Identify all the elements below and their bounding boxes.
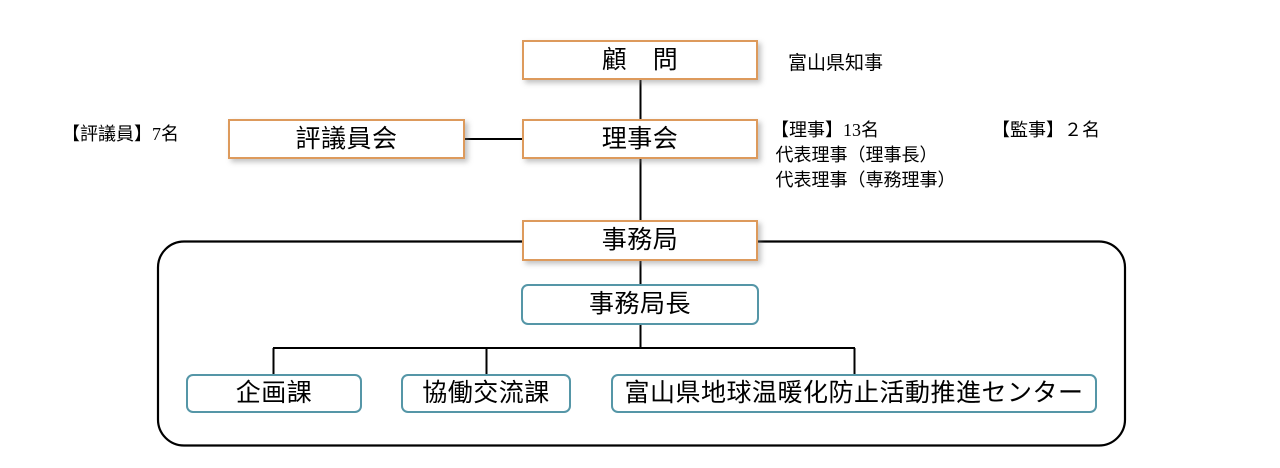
node-jimukyoku[interactable]: 事務局 [522, 220, 758, 261]
annotation-hyogiin-count: 【評議員】7名 [62, 124, 179, 144]
annotation-riji-block: 【理事】13名 代表理事（理事長） 代表理事（専務理事） [771, 120, 956, 190]
node-kyodokoryuka[interactable]: 協働交流課 [401, 374, 571, 413]
node-jimukyokucho[interactable]: 事務局長 [521, 284, 759, 325]
jimukyoku-group-box [156, 240, 1127, 447]
annotation-kanji-count: 【監事】２名 [992, 120, 1100, 140]
node-hyogiinkai[interactable]: 評議員会 [228, 119, 465, 159]
node-komon[interactable]: 顧 問 [522, 40, 758, 80]
node-chikyu-ondanka-center[interactable]: 富山県地球温暖化防止活動推進センター [611, 374, 1097, 413]
annotation-governor: 富山県知事 [788, 53, 884, 74]
node-rijikai[interactable]: 理事会 [522, 119, 758, 159]
node-kikakuka[interactable]: 企画課 [186, 374, 362, 413]
